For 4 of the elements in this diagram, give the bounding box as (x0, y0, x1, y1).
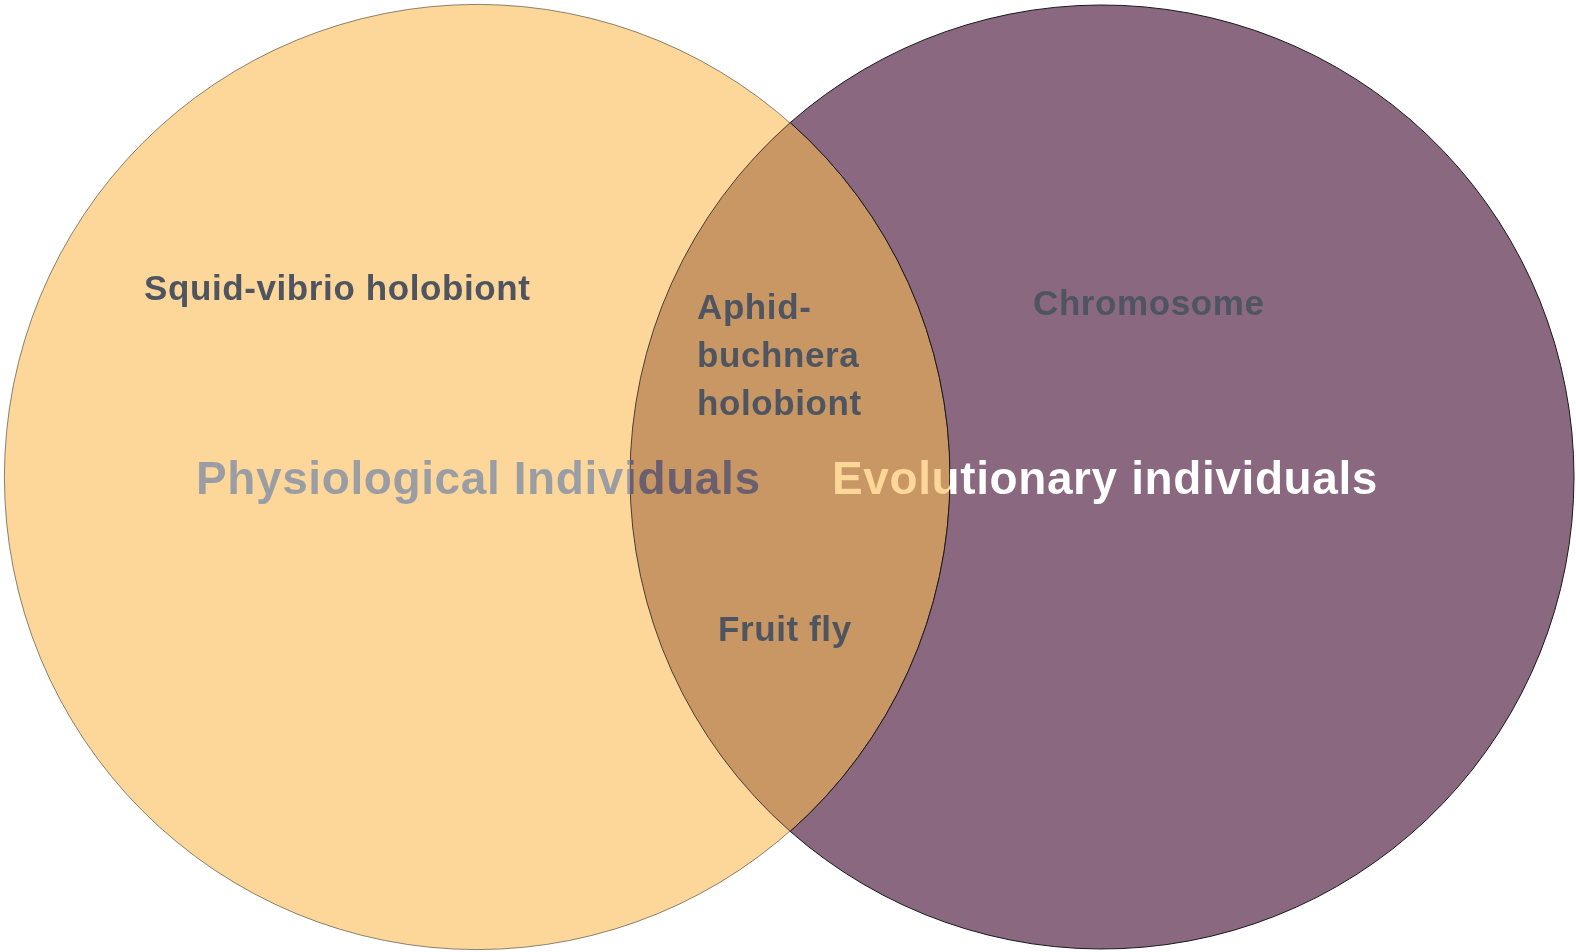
member-label: Aphid-buchnera holobiont (697, 286, 863, 424)
member-label: Squid-vibrio holobiont (144, 267, 531, 309)
member-label: Fruit fly (718, 608, 852, 650)
member-label: Chromosome (1033, 282, 1265, 324)
